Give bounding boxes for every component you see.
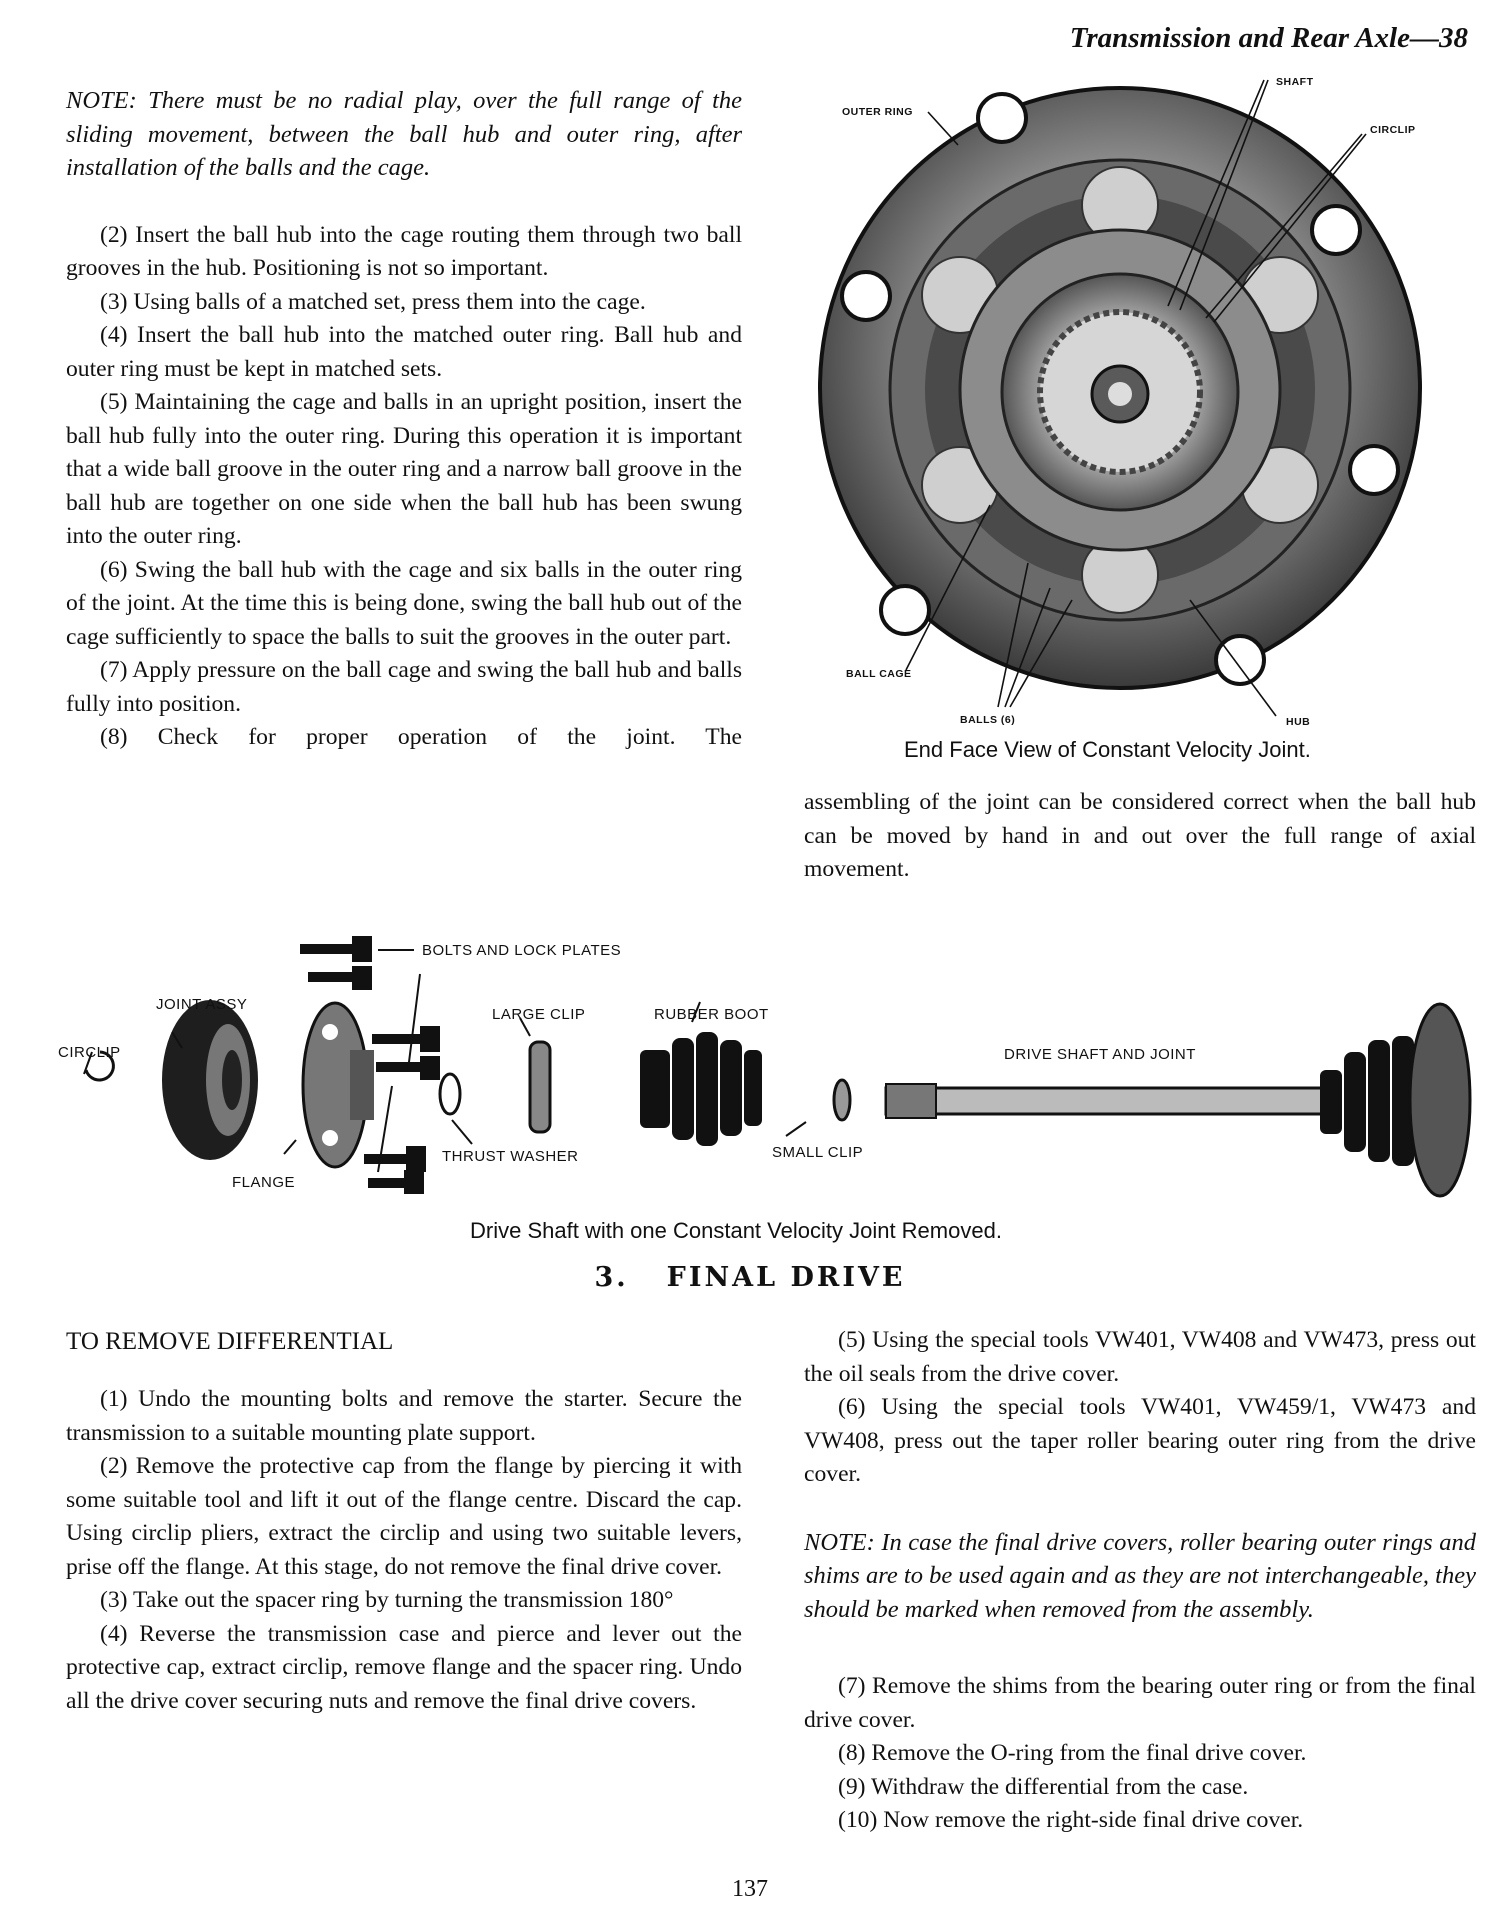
diff-step-8: (8) Remove the O-ring from the final dri… bbox=[838, 1740, 1307, 1766]
diff-step-3: (3) Take out the spacer ring by turning … bbox=[100, 1587, 674, 1613]
assembly-check-continuation: assembling of the joint can be considere… bbox=[804, 789, 1476, 882]
cv-joint-photo bbox=[818, 79, 1422, 717]
section-title: 3. FINAL DRIVE bbox=[0, 1262, 1500, 1293]
large-clip-part bbox=[528, 1040, 552, 1134]
bottom-left-column: (1) Undo the mounting bolts and remove t… bbox=[66, 1383, 742, 1718]
rubber-boot-label: RUBBER BOOT bbox=[654, 1006, 769, 1023]
step-4: (4) Insert the ball hub into the matched… bbox=[66, 322, 742, 382]
top-left-column: NOTE: There must be no radial play, over… bbox=[66, 84, 742, 755]
diff-step-7: (7) Remove the shims from the bearing ou… bbox=[804, 1673, 1476, 1733]
page-number: 137 bbox=[732, 1876, 768, 1902]
ball-cage-label: BALL CAGE bbox=[846, 668, 912, 680]
circlip-part bbox=[84, 1050, 115, 1082]
step-2: (2) Insert the ball hub into the cage ro… bbox=[66, 221, 742, 282]
shaft-label: SHAFT bbox=[1276, 76, 1314, 88]
flange-label: FLANGE bbox=[232, 1174, 296, 1191]
small-clip-part bbox=[832, 1078, 852, 1122]
drive-shaft-photo bbox=[83, 936, 1472, 1198]
bolts-label: BOLTS AND LOCK PLATES bbox=[422, 942, 622, 959]
bolts-part bbox=[300, 936, 440, 1194]
diff-step-1: (1) Undo the mounting bolts and remove t… bbox=[66, 1386, 742, 1446]
hub-label: HUB bbox=[1286, 716, 1311, 728]
bolt-holes bbox=[840, 92, 1400, 686]
attached-joint bbox=[1408, 1002, 1472, 1198]
step-5: (5) Maintaining the cage and balls in an… bbox=[66, 389, 742, 549]
diff-step-9: (9) Withdraw the differential from the c… bbox=[838, 1773, 1249, 1800]
drive-shaft-label: DRIVE SHAFT AND JOINT bbox=[1004, 1046, 1196, 1063]
bottom-right-column: (5) Using the special tools VW401, VW408… bbox=[804, 1324, 1476, 1838]
final-drive-note: NOTE: In case the final drive covers, ro… bbox=[804, 1528, 1476, 1623]
running-header: Transmission and Rear Axle—38 bbox=[1069, 22, 1468, 54]
top-right-column: assembling of the joint can be considere… bbox=[804, 786, 1476, 887]
section-number: 3. bbox=[594, 1262, 629, 1293]
diff-step-10: (10) Now remove the right-side final dri… bbox=[838, 1807, 1304, 1833]
diff-step-6: (6) Using the special tools VW401, VW459… bbox=[804, 1394, 1476, 1487]
step-6: (6) Swing the ball hub with the cage and… bbox=[66, 556, 742, 650]
large-clip-label: LARGE CLIP bbox=[492, 1006, 586, 1023]
cv-joint-caption: End Face View of Constant Velocity Joint… bbox=[904, 737, 1311, 762]
step-8: (8) Check for proper operation of the jo… bbox=[100, 724, 742, 750]
diff-step-5: (5) Using the special tools VW401, VW408… bbox=[804, 1327, 1476, 1387]
step-7: (7) Apply pressure on the ball cage and … bbox=[66, 657, 742, 717]
drive-shaft-part bbox=[884, 1086, 1328, 1116]
thrust-washer-label: THRUST WASHER bbox=[442, 1148, 579, 1165]
balls-label: BALLS (6) bbox=[960, 714, 1016, 726]
section-name: FINAL DRIVE bbox=[666, 1262, 906, 1293]
drive-shaft-caption: Drive Shaft with one Constant Velocity J… bbox=[470, 1218, 1002, 1243]
attached-boot bbox=[1320, 1036, 1414, 1166]
outer-ring-label: OUTER RING bbox=[842, 106, 913, 118]
rubber-boot-part bbox=[640, 1032, 762, 1146]
circlip-shaft-label: CIRCLIP bbox=[58, 1044, 121, 1061]
step-3: (3) Using balls of a matched set, press … bbox=[100, 288, 646, 315]
joint-assy-label: JOINT ASSY bbox=[156, 996, 248, 1013]
thrust-washer-part bbox=[438, 1072, 462, 1116]
circlip-label: CIRCLIP bbox=[1370, 124, 1416, 136]
radial-play-note: NOTE: There must be no radial play, over… bbox=[66, 87, 742, 181]
remove-differential-heading: TO REMOVE DIFFERENTIAL bbox=[66, 1328, 394, 1355]
diff-step-2: (2) Remove the protective cap from the f… bbox=[66, 1453, 742, 1580]
small-clip-label: SMALL CLIP bbox=[772, 1144, 864, 1161]
diff-step-4: (4) Reverse the transmission case and pi… bbox=[66, 1620, 742, 1714]
